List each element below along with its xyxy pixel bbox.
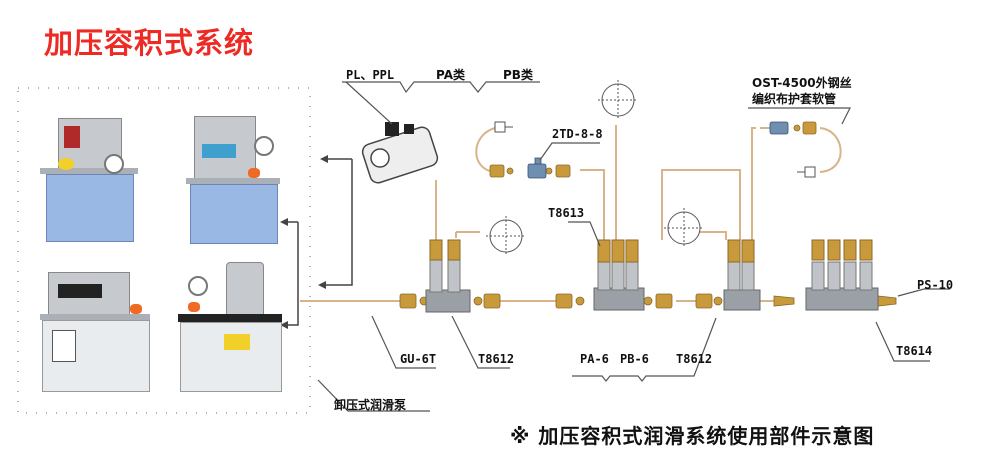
gauge-icon-1 [486,216,526,256]
label-t8612-a: T8612 [478,352,515,366]
label-t8614: T8614 [896,344,933,358]
pipes [300,125,842,302]
td-connector [527,121,789,179]
manifold-t8612-b [723,239,761,311]
manifold-t8614 [805,239,879,311]
label-ps-10: PS-10 [917,278,954,292]
manifold-t8613 [593,239,645,311]
gauge-icon-2 [598,80,638,120]
label-gu-6t: GU-6T [400,352,437,366]
pl-ppl-fitting [361,122,439,184]
diagram-caption: ※ 加压容积式润滑系统使用部件示意图 [510,424,875,448]
label-t8613: T8613 [548,206,585,220]
label-pl-ppl: PL、PPL [346,68,395,82]
label-2td-8-8: 2TD-8-8 [552,127,603,141]
manifold-t8612-a [425,239,471,313]
gauge-icon-3 [664,208,704,248]
label-pa-6: PA-6 [580,352,609,366]
label-t8612-b: T8612 [676,352,713,366]
page-title: 加压容积式系统 [44,26,255,60]
nozzle-icon-2 [797,166,816,178]
label-pb-6: PB-6 [620,352,649,366]
arrow-heads [280,155,328,329]
label-ost-line2: 编织布护套软管 [752,92,837,106]
label-pb-class: PB类 [503,68,533,82]
return-arrows [284,158,353,326]
leader-lines [317,81,950,412]
label-pa-class: PA类 [436,68,465,82]
label-pump-group: 卸压式润滑泵 [334,398,407,412]
label-ost-line1: OST-4500外钢丝 [752,76,852,90]
pump-motor [178,262,283,392]
nozzle-icon-1 [494,121,513,133]
pump-blue-lcd [186,116,281,244]
pump-blue-digital [40,118,140,243]
pump-clear-display [40,272,150,392]
brass-fittings [399,121,897,309]
